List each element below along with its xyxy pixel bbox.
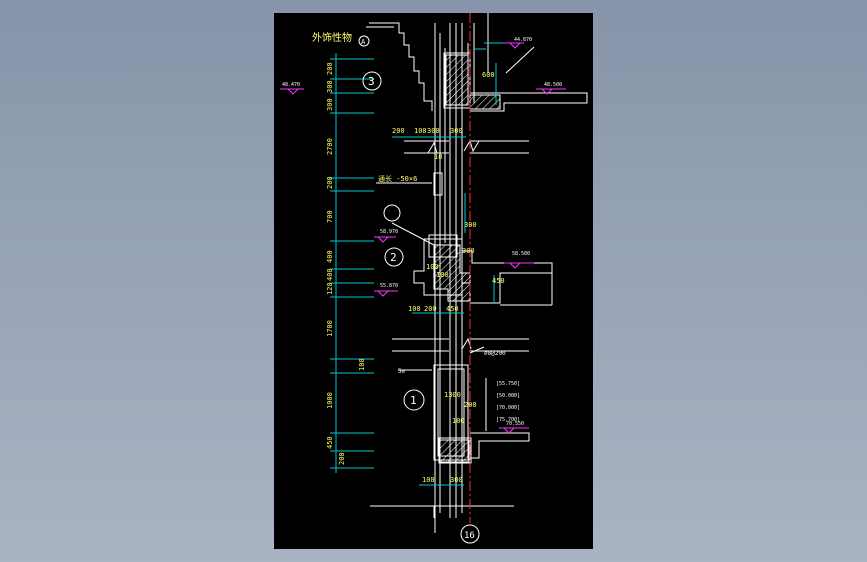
dimension-lines xyxy=(330,42,514,486)
hdim-misc-5: 1300 xyxy=(444,391,461,399)
vdim-3: 2700 xyxy=(326,138,334,155)
detail-ref-circle xyxy=(358,35,370,47)
vdim-1: 300 xyxy=(326,80,334,93)
vdim-9: 1700 xyxy=(326,320,334,337)
vdim-2: 300 xyxy=(326,98,334,111)
hdim-misc-8: 200 xyxy=(464,401,477,409)
level-l-top: 44.870 xyxy=(514,37,532,43)
vertical-dimension-text: 200 300 300 2700 200 700 400 400 120 170… xyxy=(326,62,366,465)
hdim-misc-7: 450 xyxy=(492,277,505,285)
hdim-bot-1: 300 xyxy=(450,476,463,484)
level-markers xyxy=(280,42,566,434)
level-l-right-top: 48.500 xyxy=(544,82,562,88)
hdim-misc-2: 300 xyxy=(462,247,475,255)
vdim-4: 200 xyxy=(326,176,334,189)
hdim-top-1: 100 xyxy=(414,127,427,135)
hdim-top-2: 300 xyxy=(427,127,440,135)
through-length-note: 通长 -50×6 xyxy=(378,174,417,183)
level-l-left: 48.470 xyxy=(282,82,300,88)
hdim-misc-0: 10 xyxy=(434,153,442,161)
callout-2-label: 2 xyxy=(390,251,397,264)
section-callouts xyxy=(358,35,480,544)
vdim-12: 450 xyxy=(326,436,334,449)
detail-ref-label: A xyxy=(361,38,366,46)
wall-section-drawing: 外饰性物 A 3 2 1 16 通长 -50×6 ∅8@200 5∅ 44.87… xyxy=(280,13,588,544)
vdim-10: 100 xyxy=(358,358,366,371)
vdim-0: 200 xyxy=(326,62,334,75)
level-stack-4: [75.700] xyxy=(496,417,520,423)
hdim-mid-1: 200 xyxy=(424,305,437,313)
hdim-misc-3: 100 xyxy=(426,263,439,271)
horizontal-dimension-text: 200 100 300 300 100 200 450 100 300 10 3… xyxy=(392,71,505,484)
detail-mark-circle xyxy=(383,204,401,222)
diameter-note: 5∅ xyxy=(398,368,406,375)
hdim-top-3: 300 xyxy=(450,127,463,135)
vdim-11: 1000 xyxy=(326,392,334,409)
vdim-7: 400 xyxy=(326,268,334,281)
structure-lines xyxy=(366,13,588,533)
level-l-mid-right: 58.500 xyxy=(512,251,530,257)
level-stack-3: [70.000] xyxy=(496,405,520,411)
hdim-mid-2: 450 xyxy=(446,305,459,313)
leader-lines xyxy=(376,46,535,431)
hdim-misc-6: 600 xyxy=(482,71,495,79)
hdim-top-0: 200 xyxy=(392,127,405,135)
callout-1-circle xyxy=(403,389,425,411)
concrete-hatching xyxy=(433,54,501,463)
hdim-bot-0: 100 xyxy=(422,476,435,484)
callout-2-circle xyxy=(384,247,404,267)
vdim-5: 700 xyxy=(326,210,334,223)
level-l-bottom: 70.550 xyxy=(506,421,524,427)
level-l-mid-low: 55.870 xyxy=(380,283,398,289)
drawing-sheet: 外饰性物 A 3 2 1 16 通长 -50×6 ∅8@200 5∅ 44.87… xyxy=(274,13,593,549)
vdim-13: 200 xyxy=(338,452,346,465)
labels: 外饰性物 A 3 2 1 16 通长 -50×6 ∅8@200 5∅ 44.87… xyxy=(282,31,562,541)
drawing-title: 外饰性物 xyxy=(312,31,352,44)
grid-axis-label: 16 xyxy=(464,531,475,541)
level-l-mid-left: 58.970 xyxy=(380,229,398,235)
vdim-8: 120 xyxy=(326,282,334,295)
hdim-mid-0: 100 xyxy=(408,305,421,313)
hdim-misc-4: 100 xyxy=(436,271,449,279)
hdim-misc-1: 300 xyxy=(464,221,477,229)
level-stack-2: [50.000] xyxy=(496,393,520,399)
callout-3-circle xyxy=(362,71,382,91)
vdim-6: 400 xyxy=(326,250,334,263)
level-stack-1: [55.750] xyxy=(496,381,520,387)
anchor-note: ∅8@200 xyxy=(484,350,506,357)
grid-axis-circle xyxy=(460,524,480,544)
callout-3-label: 3 xyxy=(368,75,375,88)
callout-1-label: 1 xyxy=(410,394,417,407)
hdim-misc-9: 100 xyxy=(452,417,465,425)
